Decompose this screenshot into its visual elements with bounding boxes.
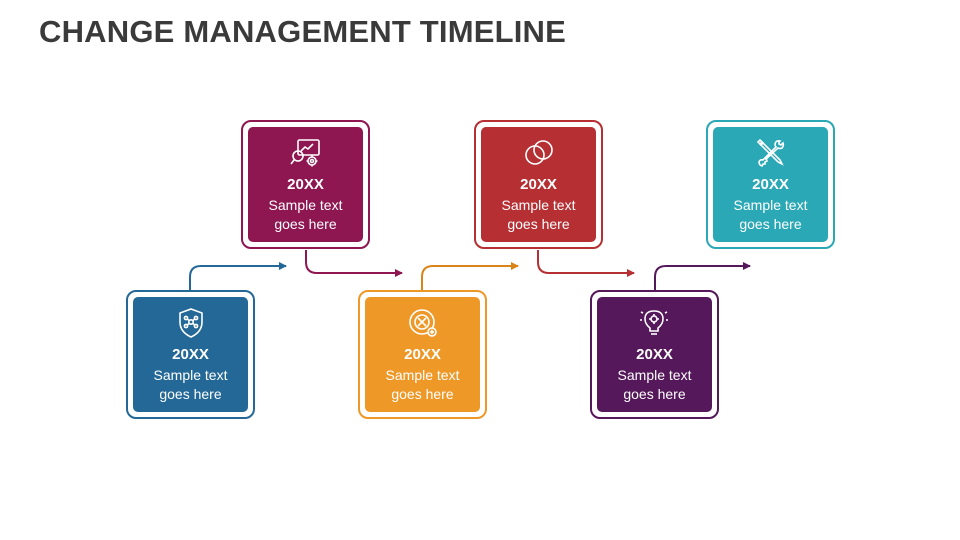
timeline-step-6: 20XX Sample text goes here xyxy=(706,120,835,249)
timeline-step-1: 20XX Sample text goes here xyxy=(126,290,255,419)
step-year: 20XX xyxy=(404,346,441,363)
step-text: Sample text goes here xyxy=(733,197,808,232)
step-text: Sample text goes here xyxy=(268,197,343,232)
step-text: Sample text goes here xyxy=(385,367,460,402)
step-text: Sample text goes here xyxy=(617,367,692,402)
step-year: 20XX xyxy=(287,176,324,193)
timeline-step-5: 20XX Sample text goes here xyxy=(590,290,719,419)
linked-rings-icon xyxy=(524,140,553,165)
step-year: 20XX xyxy=(636,346,673,363)
timeline-step-3: 20XX Sample text goes here xyxy=(358,290,487,419)
shield-network-icon xyxy=(178,308,203,338)
timeline-step-4: 20XX Sample text goes here xyxy=(474,120,603,249)
connector-arrow-5 xyxy=(654,262,751,291)
lightbulb-gear-icon xyxy=(639,310,668,335)
connector-arrow-1 xyxy=(189,262,287,291)
step-year: 20XX xyxy=(520,176,557,193)
page-title: CHANGE MANAGEMENT TIMELINE xyxy=(39,14,567,49)
timeline-step-2: 20XX Sample text goes here xyxy=(241,120,370,249)
target-cross-icon xyxy=(408,309,437,337)
tools-icon xyxy=(756,138,784,167)
analytics-gear-icon xyxy=(289,139,320,167)
step-text: Sample text goes here xyxy=(501,197,576,232)
step-year: 20XX xyxy=(752,176,789,193)
connector-arrow-4 xyxy=(537,250,635,277)
step-year: 20XX xyxy=(172,346,209,363)
step-text: Sample text goes here xyxy=(153,367,228,402)
connector-arrow-3 xyxy=(421,262,519,291)
connector-arrow-2 xyxy=(305,250,403,277)
